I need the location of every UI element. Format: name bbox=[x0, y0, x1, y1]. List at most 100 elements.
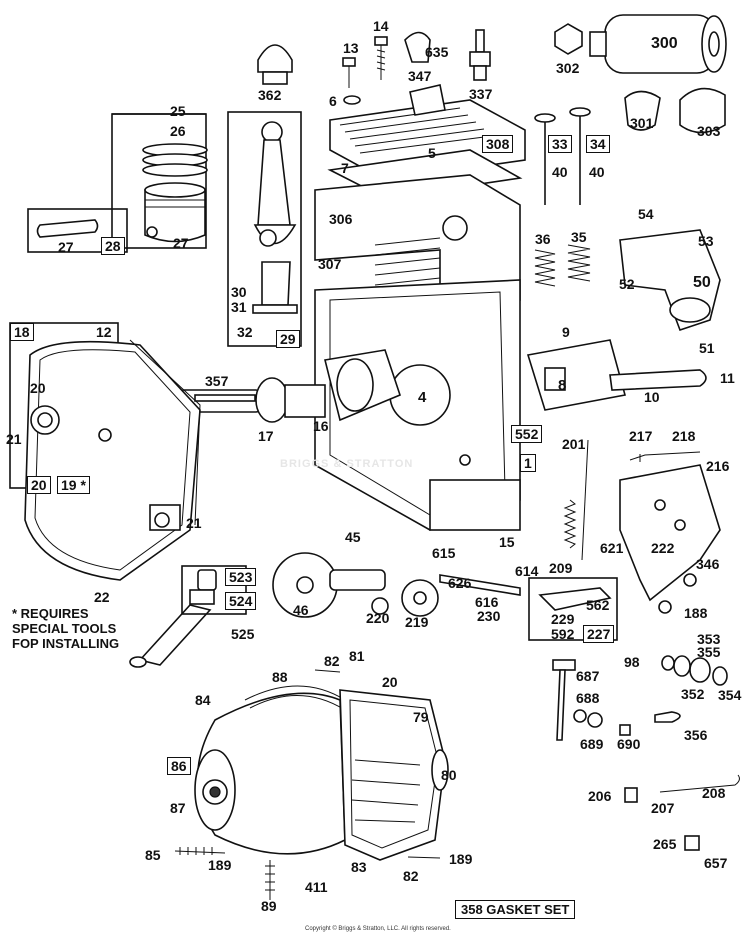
part-label-411: 411 bbox=[305, 879, 328, 895]
part-label-21b: 21 bbox=[186, 515, 202, 531]
part-label-34: 34 bbox=[586, 135, 610, 153]
clip-265-drawing bbox=[684, 835, 700, 851]
part-label-220: 220 bbox=[366, 610, 390, 626]
part-label-308: 308 bbox=[482, 135, 514, 153]
part-label-27a: 27 bbox=[58, 239, 74, 255]
part-label-54: 54 bbox=[638, 206, 654, 222]
muffler-300-drawing bbox=[554, 14, 727, 74]
part-label-79: 79 bbox=[413, 709, 429, 725]
bolt-85-drawing bbox=[174, 847, 226, 855]
valve-springs-drawing bbox=[534, 244, 591, 287]
part-label-307: 307 bbox=[318, 256, 342, 272]
screw-690-drawing bbox=[619, 724, 631, 736]
part-label-98: 98 bbox=[624, 654, 640, 670]
part-label-80: 80 bbox=[441, 767, 457, 783]
crank-562-drawing bbox=[538, 587, 612, 611]
tool-box bbox=[181, 565, 247, 615]
part-label-87: 87 bbox=[170, 800, 186, 816]
clip-356-drawing bbox=[654, 711, 681, 723]
intake-elbow-drawing bbox=[619, 229, 721, 332]
part-label-40b: 40 bbox=[589, 164, 605, 180]
part-label-562: 562 bbox=[586, 597, 610, 613]
piston-drawing bbox=[144, 182, 206, 243]
part-label-687: 687 bbox=[576, 668, 600, 684]
part-label-552: 552 bbox=[511, 425, 543, 443]
part-label-201: 201 bbox=[562, 436, 586, 452]
spark-plug-337-drawing bbox=[469, 29, 491, 81]
part-label-353: 353 bbox=[697, 631, 721, 647]
part-label-217: 217 bbox=[629, 428, 653, 444]
part-label-6: 6 bbox=[329, 93, 337, 109]
part-label-84: 84 bbox=[195, 692, 211, 708]
note-line-3: FOP INSTALLING bbox=[12, 636, 120, 651]
part-label-355: 355 bbox=[697, 644, 721, 660]
part-label-10: 10 bbox=[644, 389, 660, 405]
part-label-209: 209 bbox=[549, 560, 573, 576]
part-label-616: 616 bbox=[475, 594, 499, 610]
governor-crank-box bbox=[528, 577, 618, 641]
link-217-drawing bbox=[629, 451, 701, 462]
screw-346-drawing bbox=[683, 573, 697, 587]
part-label-18: 18 bbox=[10, 323, 34, 341]
conrod-box bbox=[227, 111, 302, 347]
part-label-30: 30 bbox=[231, 284, 247, 300]
part-label-8: 8 bbox=[558, 377, 567, 394]
part-label-28: 28 bbox=[101, 237, 125, 255]
part-label-222: 222 bbox=[651, 540, 675, 556]
part-label-689: 689 bbox=[580, 736, 604, 752]
copyright-text: Copyright © Briggs & Stratton, LLC. All … bbox=[305, 926, 451, 932]
part-label-524: 524 bbox=[225, 592, 257, 610]
part-label-82b: 82 bbox=[403, 868, 419, 884]
piston-pin-drawing bbox=[36, 219, 99, 238]
part-label-20b: 20 bbox=[27, 476, 51, 494]
part-label-621: 621 bbox=[600, 540, 624, 556]
part-label-50: 50 bbox=[693, 274, 711, 291]
part-label-189a: 189 bbox=[208, 857, 232, 873]
part-label-19: 19 * bbox=[57, 476, 90, 494]
key-357-drawing bbox=[194, 394, 256, 402]
part-label-16: 16 bbox=[313, 418, 329, 434]
part-label-20a: 20 bbox=[30, 380, 46, 396]
part-label-9: 9 bbox=[562, 324, 570, 340]
part-label-219: 219 bbox=[405, 614, 429, 630]
washer-220-drawing bbox=[371, 597, 389, 615]
part-label-17: 17 bbox=[258, 428, 274, 444]
part-label-615: 615 bbox=[432, 545, 456, 561]
cylinder-block-drawing bbox=[314, 174, 521, 531]
part-label-51: 51 bbox=[699, 340, 715, 356]
spring-209-drawing bbox=[563, 499, 577, 549]
part-label-32: 32 bbox=[237, 324, 253, 340]
control-bracket-drawing bbox=[619, 464, 721, 602]
part-label-657: 657 bbox=[704, 855, 728, 871]
bolt-89-drawing bbox=[265, 860, 275, 900]
note-line-2: SPECIAL TOOLS bbox=[12, 621, 117, 636]
part-label-525: 525 bbox=[231, 626, 255, 642]
part-label-592: 592 bbox=[551, 626, 575, 642]
cam-gear-drawing bbox=[272, 552, 386, 618]
valves-drawing bbox=[534, 107, 591, 205]
part-label-207: 207 bbox=[651, 800, 675, 816]
part-label-7: 7 bbox=[341, 160, 349, 176]
part-label-265: 265 bbox=[653, 836, 677, 852]
part-label-614: 614 bbox=[515, 563, 539, 579]
screen-301-drawing bbox=[624, 90, 661, 131]
part-label-306: 306 bbox=[329, 211, 353, 227]
piston-rings-drawing bbox=[142, 143, 208, 177]
choke-lever-drawing bbox=[552, 659, 576, 741]
part-label-301: 301 bbox=[630, 115, 654, 131]
part-label-22: 22 bbox=[94, 589, 110, 605]
part-label-20c: 20 bbox=[382, 674, 398, 690]
part-label-362: 362 bbox=[258, 87, 282, 103]
part-label-46: 46 bbox=[293, 602, 309, 618]
part-label-40a: 40 bbox=[552, 164, 568, 180]
part-label-688: 688 bbox=[576, 690, 600, 706]
part-label-4: 4 bbox=[418, 389, 427, 406]
part-label-26: 26 bbox=[170, 123, 186, 139]
part-label-36: 36 bbox=[535, 231, 551, 247]
part-label-85: 85 bbox=[145, 847, 161, 863]
part-label-229: 229 bbox=[551, 611, 575, 627]
part-label-29: 29 bbox=[276, 330, 300, 348]
part-label-690: 690 bbox=[617, 736, 641, 752]
watermark-text: BRIGGS & STRATTON bbox=[280, 458, 414, 470]
